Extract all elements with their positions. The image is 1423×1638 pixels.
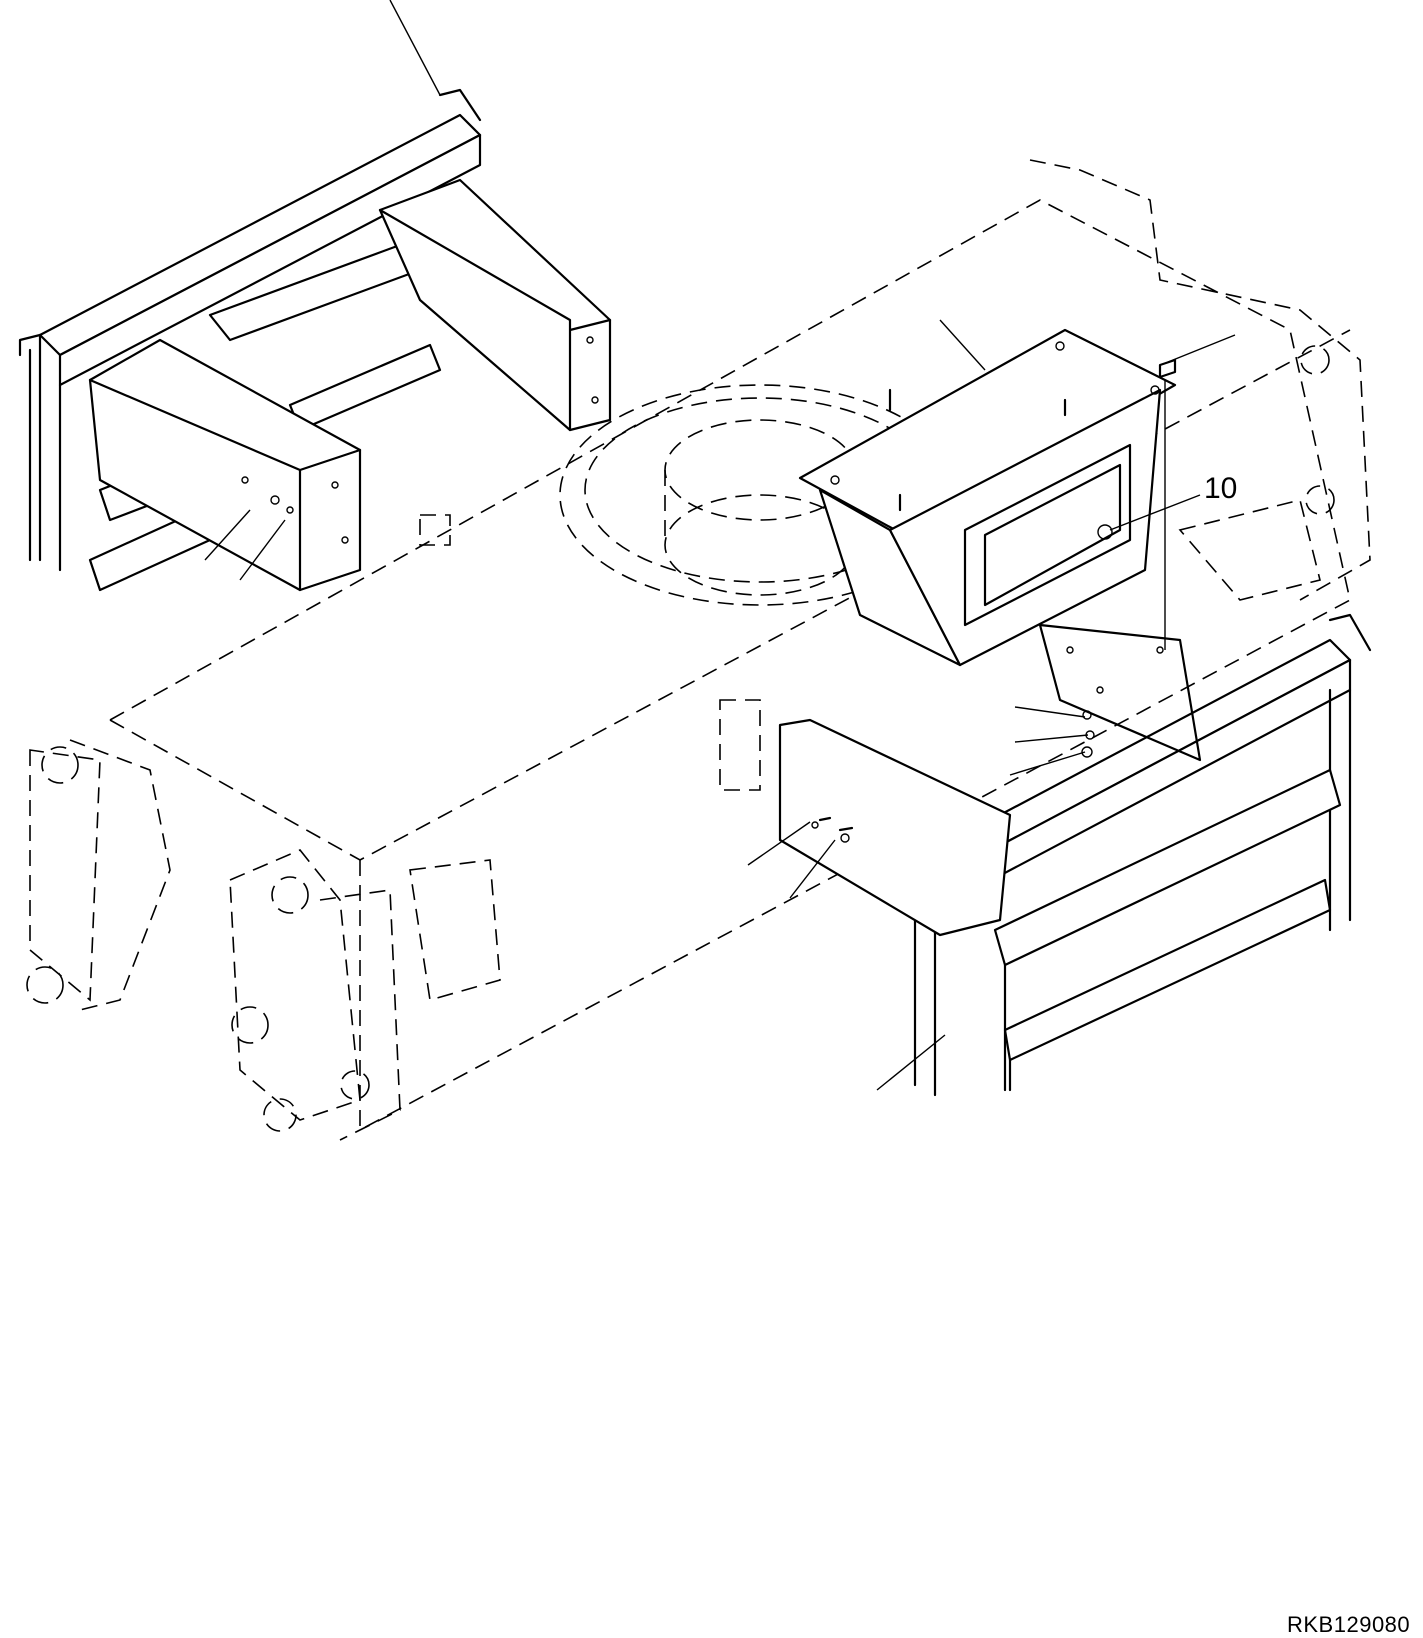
left-step-assembly <box>18 88 612 592</box>
frame-hidden-outline <box>26 159 1371 1141</box>
callout-label-10: 10 <box>1204 472 1238 505</box>
tool-box <box>798 328 1177 667</box>
leader-lines <box>204 0 1236 1091</box>
drawing-code: RKB129080 <box>1287 1612 1411 1637</box>
right-step-assembly <box>778 613 1372 1097</box>
